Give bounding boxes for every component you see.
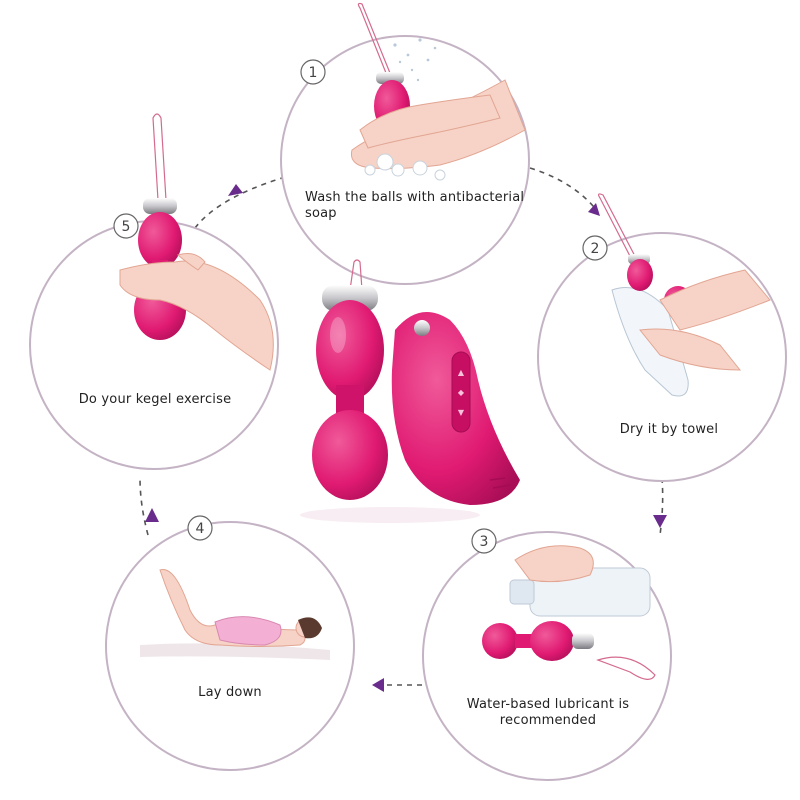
connector-2-to-3 — [659, 477, 664, 536]
step-3-panel: 3 — [422, 528, 672, 781]
lying-woman-icon — [140, 569, 330, 660]
step-1-number: 1 — [309, 65, 318, 81]
arrowhead-to-2 — [588, 203, 600, 216]
step-1-number-badge — [300, 59, 326, 85]
step-3-number-badge — [471, 528, 497, 554]
connector-5-to-1 — [194, 177, 283, 229]
kegel-ball-icon — [482, 621, 594, 661]
step-4-number: 4 — [196, 521, 205, 537]
product-reflection — [300, 507, 480, 523]
step-2-number-badge — [582, 235, 608, 261]
kegel-balls-icon — [312, 285, 388, 500]
step-5-panel: 5 — [29, 113, 279, 470]
step-3-caption: Water-based lubricant is recommended — [466, 697, 630, 728]
pouring-hand-icon — [514, 545, 594, 583]
washing-hands-icon — [350, 79, 526, 170]
center-product: ▲ ◆ ▼ — [300, 259, 520, 523]
step-5-caption: Do your kegel exercise — [78, 392, 232, 407]
connector-4-to-5 — [139, 477, 149, 536]
remote-control-icon: ▲ ◆ ▼ — [391, 312, 520, 505]
svg-text:▲: ▲ — [458, 368, 465, 377]
connector-1-to-2 — [529, 167, 599, 213]
ball-string — [596, 656, 656, 680]
holding-hand-icon — [119, 253, 274, 371]
step-1-panel: 1 — [280, 2, 530, 285]
arrowhead-to-1 — [228, 184, 243, 196]
step-4-caption: Lay down — [198, 685, 262, 700]
step-2-caption: Dry it by towel — [619, 422, 719, 437]
soap-bubbles-icon — [364, 153, 446, 181]
arrowhead-to-3 — [653, 515, 667, 528]
step-5-number: 5 — [122, 219, 131, 235]
step-3-number: 3 — [480, 534, 489, 550]
svg-text:▼: ▼ — [458, 408, 465, 417]
arrowhead-to-4 — [372, 678, 384, 692]
ball-string — [597, 193, 638, 261]
step-2-number: 2 — [591, 241, 600, 257]
step-4-number-badge — [187, 515, 213, 541]
step-1-caption: Wash the balls with antibacterial soap — [305, 190, 525, 221]
ball-string — [152, 113, 167, 201]
step-2-panel: 2 — [537, 193, 787, 482]
step-5-number-badge — [113, 213, 139, 239]
ball-string — [357, 2, 393, 79]
step-4-panel: 4 — [105, 515, 355, 771]
svg-text:◆: ◆ — [458, 388, 465, 397]
ball-string — [349, 259, 363, 291]
arrowhead-to-5 — [145, 508, 159, 522]
water-drops-icon — [388, 38, 437, 82]
cycle-arrowheads — [145, 184, 667, 692]
drying-hands-icon — [639, 269, 771, 371]
